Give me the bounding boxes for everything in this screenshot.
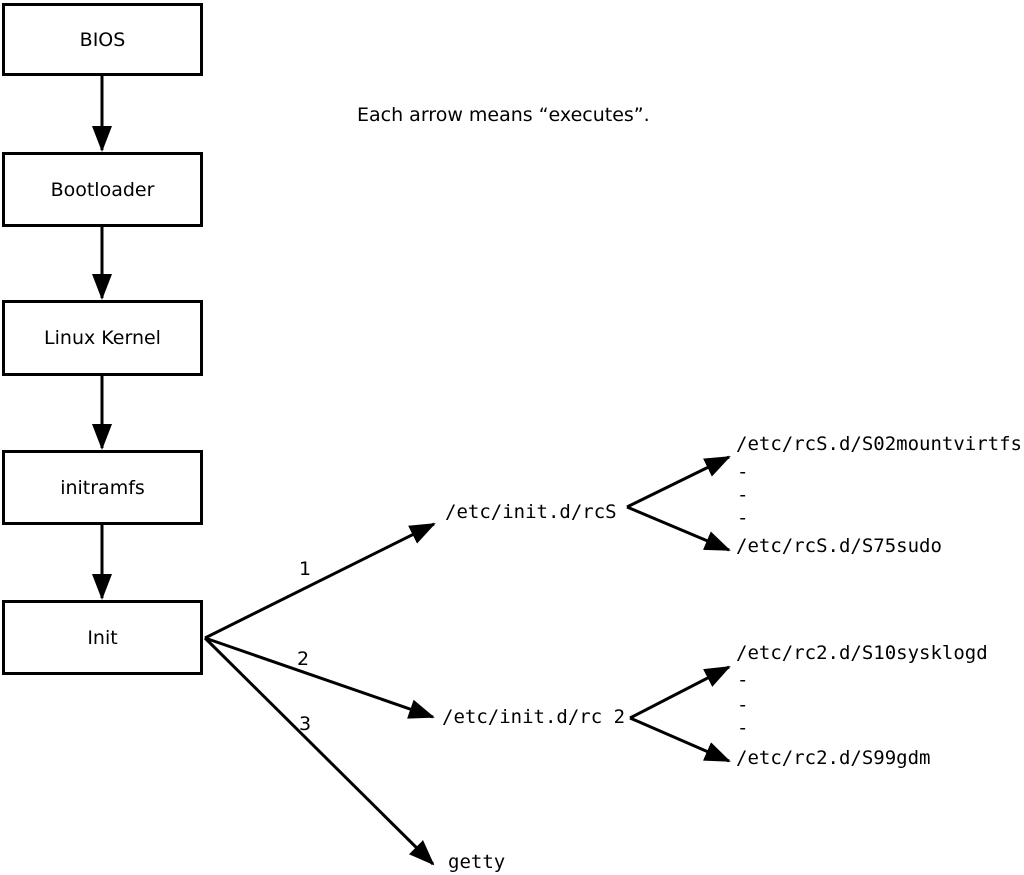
- arrow-init-to-rcs: [204, 522, 436, 640]
- branch-label-2: 2: [297, 648, 310, 670]
- box-init-label: Init: [87, 626, 118, 649]
- ellipsis-dash: -: [737, 669, 749, 691]
- box-bootloader: Bootloader: [2, 152, 203, 227]
- ellipsis-dash: -: [737, 461, 749, 483]
- path-rc2-d-s99gdm: /etc/rc2.d/S99gdm: [736, 747, 931, 769]
- path-getty: getty: [448, 851, 506, 873]
- box-bios-label: BIOS: [79, 28, 126, 51]
- path-etc-init-d-rc2: /etc/init.d/rc 2: [442, 706, 626, 728]
- arrow-init-to-rc2: [204, 636, 435, 719]
- box-initramfs-label: initramfs: [60, 476, 145, 499]
- legend-note: Each arrow means “executes”.: [357, 104, 650, 126]
- branch-label-1: 1: [299, 558, 312, 580]
- ellipsis-dash: -: [737, 717, 749, 739]
- box-bios: BIOS: [2, 3, 203, 76]
- fork-rc2-to-s99gdm: [629, 716, 731, 763]
- ellipsis-dash: -: [737, 484, 749, 506]
- path-rc2-d-s10sysklogd: /etc/rc2.d/S10sysklogd: [736, 642, 988, 664]
- fork-rcs-to-s75sudo: [626, 505, 731, 552]
- branch-label-3: 3: [299, 713, 312, 735]
- path-etc-init-d-rcs: /etc/init.d/rcS: [445, 501, 617, 523]
- ellipsis-dash: -: [737, 507, 749, 529]
- fork-rc2-to-s10sysklogd: [629, 665, 731, 720]
- box-initramfs: initramfs: [2, 450, 203, 525]
- box-linux-kernel-label: Linux Kernel: [44, 327, 161, 349]
- box-init: Init: [2, 600, 203, 675]
- ellipsis-dash: -: [737, 694, 749, 716]
- box-bootloader-label: Bootloader: [50, 178, 155, 201]
- fork-rcs-to-s02mountvirtfs: [626, 455, 731, 509]
- box-linux-kernel: Linux Kernel: [2, 300, 203, 376]
- arrow-init-to-getty: [203, 636, 435, 866]
- path-rcs-d-s75sudo: /etc/rcS.d/S75sudo: [736, 535, 942, 557]
- path-rcs-d-s02mountvirtfs: /etc/rcS.d/S02mountvirtfs: [736, 433, 1022, 455]
